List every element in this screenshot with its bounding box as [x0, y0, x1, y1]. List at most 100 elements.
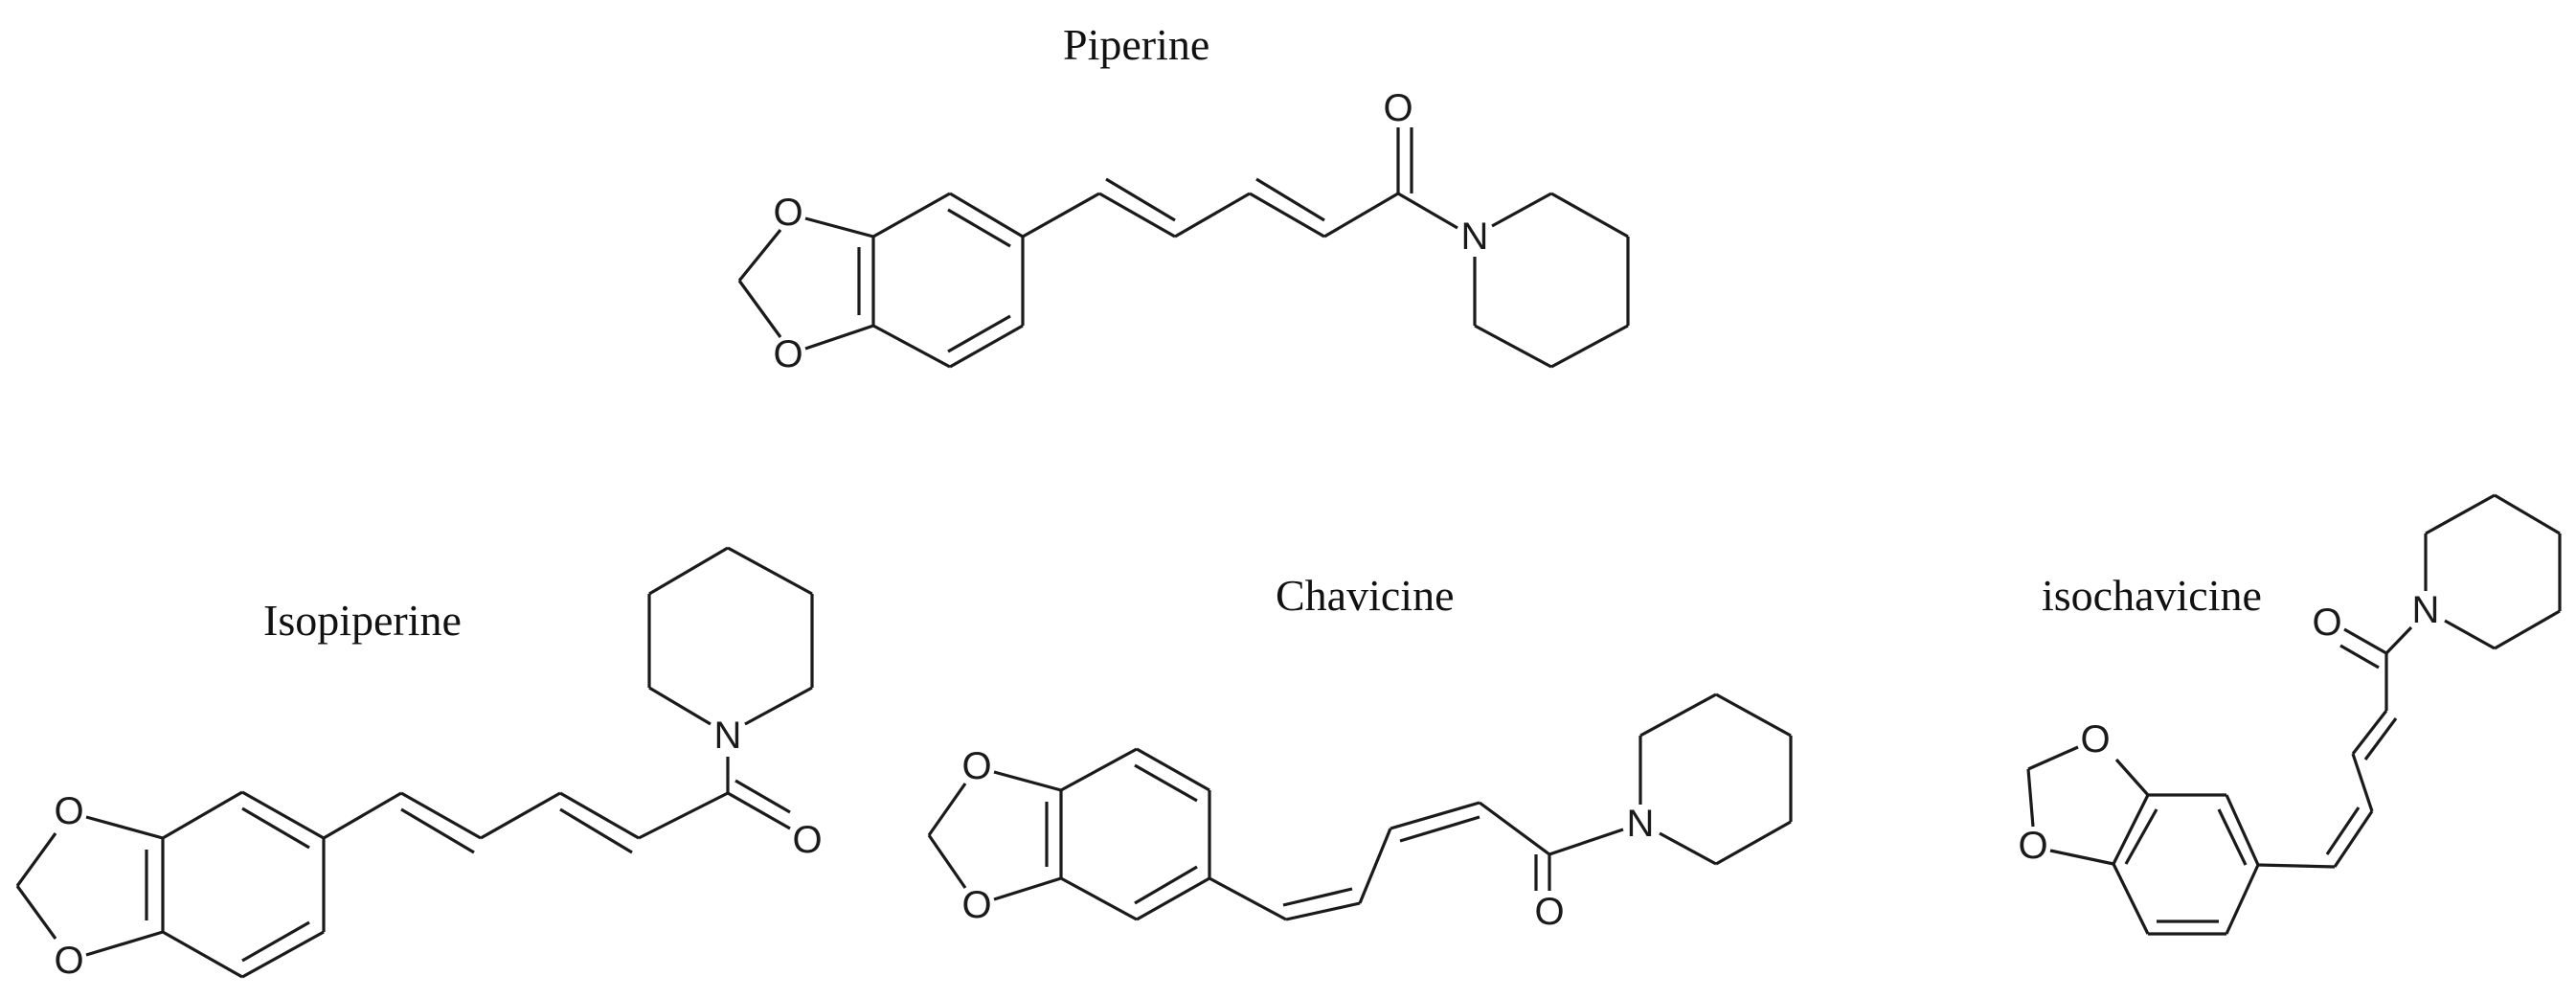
bond-line [1390, 801, 1480, 830]
bond-line [2257, 863, 2336, 869]
bond-line [1134, 865, 1198, 905]
bond-line [2026, 768, 2035, 828]
oxygen-atom: O [1534, 891, 1564, 933]
bond-line [2343, 627, 2387, 655]
bond-line [993, 770, 1062, 792]
bond-line [1491, 192, 1552, 228]
nitrogen-atom: N [2412, 589, 2440, 631]
bond-line [559, 791, 640, 840]
bond-line [1060, 747, 1138, 792]
nitrogen-atom: N [1627, 803, 1655, 845]
bond-line [2339, 644, 2380, 670]
bond-line [1639, 692, 1717, 738]
bond-line [2112, 863, 2150, 935]
oxygen-atom: O [54, 790, 83, 832]
bond-lines [927, 692, 1793, 921]
oxygen-atom: O [2018, 825, 2047, 867]
bond-line [1022, 192, 1100, 238]
bond-line [804, 216, 874, 238]
bond-line [1397, 192, 1458, 230]
bond-line [2225, 794, 2260, 866]
bond-line [1715, 820, 1792, 866]
oxygen-atom: O [54, 940, 83, 982]
bond-line [872, 192, 951, 238]
oxygen-atom: O [773, 333, 802, 375]
bond-line [162, 930, 243, 979]
bond-line [85, 930, 164, 957]
bond-line [1399, 815, 1480, 843]
bond-line [1249, 192, 1325, 238]
bond-line [241, 930, 325, 979]
bond-line [2351, 753, 2374, 812]
bond-line [734, 779, 791, 814]
bond-line [241, 790, 325, 840]
bond-line [241, 806, 310, 850]
bond-lines [15, 546, 814, 979]
bond-line [727, 791, 791, 830]
bond-line [15, 885, 57, 940]
bond-line [2027, 745, 2079, 771]
bond-line [727, 546, 813, 596]
bond-line [2384, 625, 2413, 655]
oxygen-atom: O [2080, 718, 2110, 761]
bond-line [1550, 192, 1629, 238]
bond-line [638, 791, 729, 840]
bond-line [1209, 876, 1287, 921]
bond-line [2325, 806, 2361, 855]
bond-line [993, 876, 1062, 901]
bond-line [1548, 828, 1624, 856]
bond-line [744, 686, 813, 726]
bond-line [872, 324, 951, 369]
molecule-label-isopiperine: Isopiperine [263, 596, 462, 645]
bond-line [947, 208, 1011, 248]
bond-line [1136, 876, 1210, 921]
bond-line [804, 324, 874, 351]
bond-line [927, 783, 967, 836]
oxygen-atom: O [2312, 602, 2341, 644]
bond-line [2112, 794, 2150, 865]
bond-line [737, 280, 782, 338]
bond-line [949, 192, 1024, 238]
bond-line [1282, 887, 1353, 907]
bond-line [2425, 493, 2496, 535]
oxygen-atom: O [792, 819, 822, 861]
bond-lines [737, 127, 1630, 369]
bond-line [2494, 609, 2561, 650]
bond-lines [2026, 493, 2562, 936]
bond-line [1105, 177, 1176, 222]
bond-line [1136, 747, 1210, 792]
bond-line [1715, 692, 1792, 738]
bond-line [15, 832, 57, 887]
bond-line [1060, 876, 1138, 921]
bond-line [400, 807, 475, 854]
bond-line [927, 834, 967, 889]
bond-line [648, 686, 712, 726]
bond-line [1479, 801, 1550, 856]
bond-line [559, 807, 633, 854]
bond-line [2444, 619, 2496, 650]
bond-line [1358, 828, 1392, 904]
bond-line [648, 546, 729, 596]
bond-line [1323, 192, 1399, 238]
bond-line [737, 228, 782, 283]
bond-line [1174, 192, 1251, 238]
bond-line [2363, 717, 2398, 761]
nitrogen-atom: N [1461, 216, 1489, 258]
oxygen-atom: O [773, 192, 802, 234]
atom-labels: O O O N [2018, 589, 2439, 867]
bond-line [2124, 808, 2158, 865]
bond-line [1255, 177, 1325, 222]
bond-line [1134, 763, 1198, 803]
bond-line [241, 920, 310, 963]
bond-line [949, 324, 1024, 369]
molecule-label-chavicine: Chavicine [1276, 571, 1455, 620]
bond-line [85, 815, 164, 840]
